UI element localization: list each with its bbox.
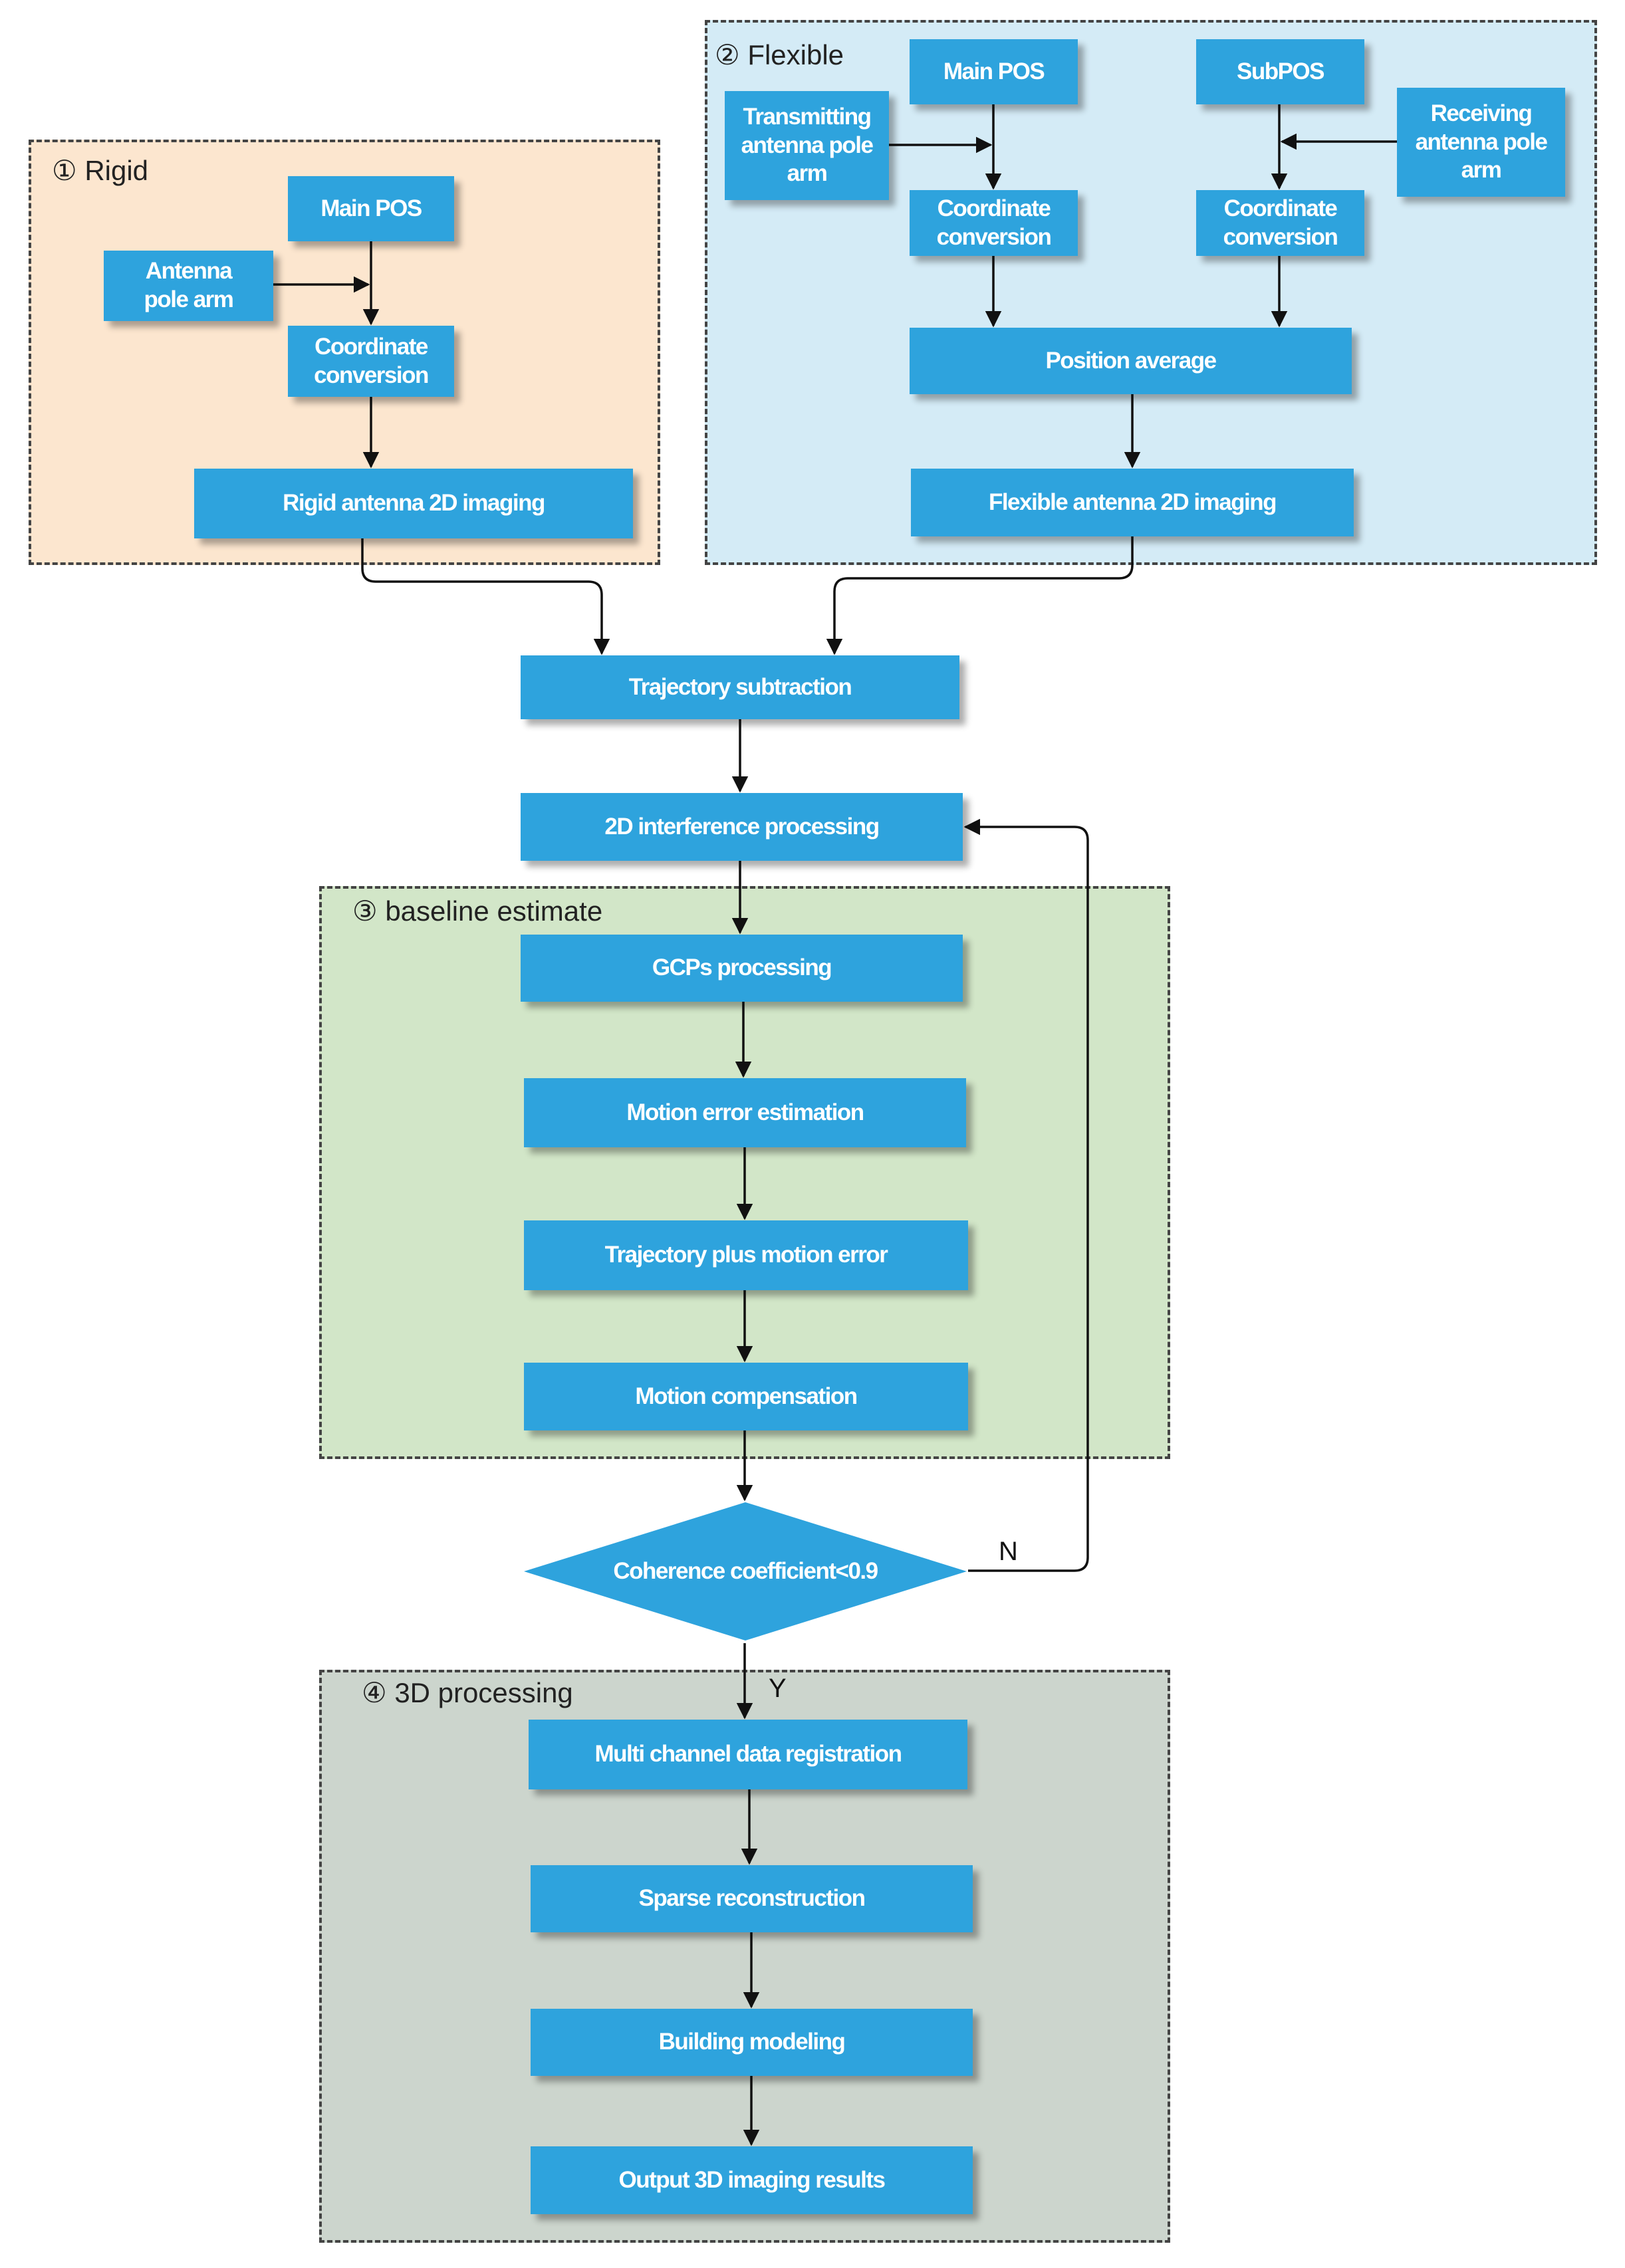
node-coherence-decision-label: Coherence coefficient<0.9 (613, 1558, 878, 1584)
node-gcps-processing: GCPs processing (521, 935, 963, 1002)
node-flex-transmitting-arm: Transmitting antenna pole arm (725, 91, 889, 200)
node-rigid-main-pos-label: Main POS (320, 195, 422, 221)
node-flex-coordinate-conversion-left-label: Coordinate conversion (936, 195, 1052, 250)
node-flex-main-pos-label: Main POS (943, 58, 1045, 84)
node-rigid-antenna-imaging-label: Rigid antenna 2D imaging (283, 490, 545, 516)
node-flex-sub-pos-label: SubPOS (1236, 58, 1325, 84)
edge-label-yes: Y (769, 1674, 787, 1703)
node-trajectory-plus-motion-error-label: Trajectory plus motion error (604, 1242, 888, 1268)
node-motion-error-estimation-label: Motion error estimation (626, 1099, 864, 1125)
decision-diamond-shape (524, 1502, 967, 1641)
node-coherence-decision: Coherence coefficient<0.9 (523, 1501, 968, 1642)
node-rigid-main-pos: Main POS (288, 176, 454, 241)
wire-rigid-to-trajectory (361, 538, 610, 655)
node-trajectory-subtraction: Trajectory subtraction (521, 655, 959, 719)
node-multi-channel-registration: Multi channel data registration (529, 1720, 967, 1789)
node-trajectory-subtraction-label: Trajectory subtraction (628, 673, 852, 700)
node-sparse-reconstruction: Sparse reconstruction (531, 1865, 973, 1932)
node-flex-antenna-imaging-label: Flexible antenna 2D imaging (988, 489, 1277, 515)
region-flexible-title: ② Flexible (715, 39, 844, 70)
node-flex-receiving-arm: Receiving antenna pole arm (1397, 88, 1565, 197)
node-gcps-processing-label: GCPs processing (652, 955, 832, 981)
node-flex-sub-pos: SubPOS (1196, 39, 1364, 104)
region-3d-title: ④ 3D processing (362, 1677, 573, 1708)
node-motion-compensation: Motion compensation (524, 1363, 968, 1430)
node-2d-interference-processing: 2D interference processing (521, 793, 963, 861)
region-rigid-title: ① Rigid (52, 155, 149, 186)
node-rigid-antenna-imaging: Rigid antenna 2D imaging (194, 469, 633, 538)
node-multi-channel-registration-label: Multi channel data registration (594, 1741, 902, 1767)
node-sparse-reconstruction-label: Sparse reconstruction (638, 1885, 866, 1912)
wire-flex-to-trajectory (826, 536, 1134, 655)
node-output-3d-imaging-results: Output 3D imaging results (531, 2146, 973, 2214)
node-output-3d-imaging-results-label: Output 3D imaging results (618, 2166, 886, 2193)
node-motion-compensation-label: Motion compensation (635, 1383, 858, 1409)
node-building-modeling: Building modeling (531, 2009, 973, 2076)
node-flex-coordinate-conversion-right-label: Coordinate conversion (1223, 195, 1338, 250)
node-rigid-antenna-pole-arm-label: Antenna pole arm (144, 258, 234, 312)
node-rigid-coordinate-conversion: Coordinate conversion (288, 326, 454, 397)
node-building-modeling-label: Building modeling (658, 2029, 846, 2055)
node-flex-position-average-label: Position average (1045, 347, 1217, 374)
node-flex-coordinate-conversion-left: Coordinate conversion (910, 190, 1078, 256)
region-baseline-title: ③ baseline estimate (352, 895, 603, 927)
node-rigid-coordinate-conversion-label: Coordinate conversion (314, 333, 429, 388)
node-flex-transmitting-arm-label: Transmitting antenna pole arm (741, 103, 874, 187)
node-motion-error-estimation: Motion error estimation (524, 1078, 966, 1147)
node-rigid-antenna-pole-arm: Antenna pole arm (104, 251, 273, 321)
node-2d-interference-processing-label: 2D interference processing (604, 813, 880, 840)
node-flex-position-average: Position average (910, 328, 1352, 394)
node-flex-main-pos: Main POS (910, 39, 1078, 104)
node-flex-receiving-arm-label: Receiving antenna pole arm (1415, 100, 1548, 183)
wire-decision-no-loop (963, 818, 1089, 1572)
node-flex-antenna-imaging: Flexible antenna 2D imaging (911, 469, 1354, 536)
node-flex-coordinate-conversion-right: Coordinate conversion (1196, 190, 1364, 256)
node-trajectory-plus-motion-error: Trajectory plus motion error (524, 1220, 968, 1290)
edge-label-no: N (999, 1537, 1018, 1566)
